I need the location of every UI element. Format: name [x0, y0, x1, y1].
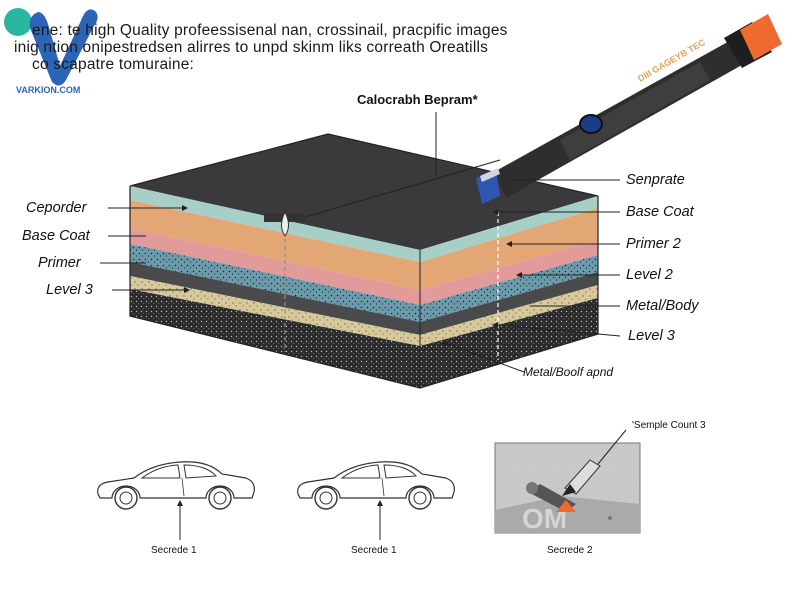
front-base-coat: [130, 200, 420, 290]
left-label-base-coat: Base Coat: [22, 228, 90, 244]
intro-paragraph: ene: te high Quality profeessisenal nan,…: [14, 22, 654, 73]
sample-count-label: 'Semple Count 3: [632, 420, 706, 431]
front-pink-layer: [130, 228, 420, 305]
probe-icon: OM: [494, 429, 641, 534]
sample-caption-1: Secrede 1: [151, 545, 197, 556]
left-label-ceporder: Ceporder: [26, 200, 87, 216]
tool-button: [579, 114, 603, 134]
intro-line-1: ene: te high Quality profeessisenal nan,…: [32, 22, 508, 39]
left-label-level-3: Level 3: [46, 282, 93, 298]
logo-text: VARKION.COM: [16, 85, 81, 95]
sample-caption-2: Secrede 1: [351, 545, 397, 556]
logo-teal-dot: [4, 8, 32, 36]
brand-logo: [4, 8, 98, 86]
probe-tool: [476, 14, 782, 204]
logo-v-mark: [29, 9, 98, 86]
car-icon: [297, 461, 455, 510]
diagram-title: Calocrabh Bepram*: [357, 92, 478, 107]
intro-line-3: co scapatre tomuraine:: [32, 56, 195, 73]
left-label-primer: Primer: [38, 255, 81, 271]
top-surface: [130, 134, 598, 250]
right-label-level-2: Level 2: [626, 267, 673, 283]
samples-row: OM: [97, 429, 641, 540]
side-dark-layer: [420, 272, 598, 335]
car-icon: [97, 461, 255, 510]
intro-line-2: inig ntion onipestredsen alirres to unpd…: [14, 39, 489, 56]
front-dark-layer: [130, 262, 420, 335]
sample-caption-3: Secrede 2: [547, 545, 593, 556]
tool-cap: [740, 14, 782, 60]
right-label-primer-2: Primer 2: [626, 236, 681, 252]
right-label-metal-body: Metal/Body: [626, 298, 699, 314]
right-label-metal-body-2: Metal/Boolf apnd: [523, 365, 614, 379]
side-pink-layer: [420, 240, 598, 305]
right-label-senprate: Senprate: [626, 172, 685, 188]
front-clear-coat: [130, 186, 420, 262]
right-label-base-coat: Base Coat: [626, 204, 694, 220]
side-base-coat: [420, 208, 598, 290]
right-label-level-3: Level 3: [628, 328, 675, 344]
